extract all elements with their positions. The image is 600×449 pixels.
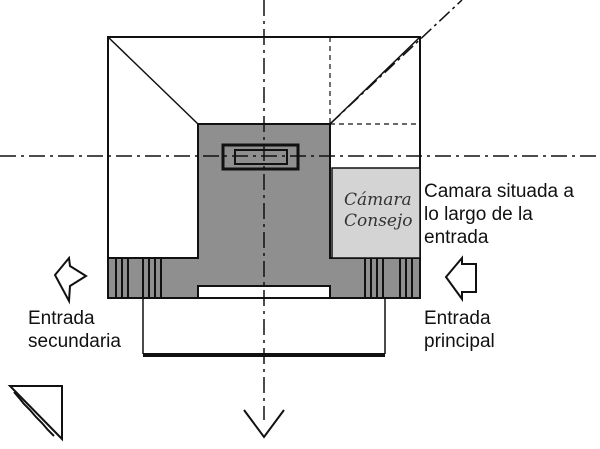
- forecourt-outline: [142, 298, 386, 354]
- secondary-entrance-label: Entrada secundaria: [28, 307, 121, 353]
- council-chamber-label-2: Consejo: [344, 211, 412, 231]
- chamber-annotation-line-3: entrada: [424, 227, 489, 248]
- altar-inner: [234, 149, 288, 165]
- entrance-arrow-icon: [444, 255, 477, 303]
- council-chamber: [331, 167, 421, 259]
- entrance-arrow-icon: [53, 255, 88, 305]
- secondary-entrance-line-2: secundaria: [28, 331, 121, 352]
- secondary-entrance-line-1: Entrada: [28, 308, 95, 329]
- main-entrance-line-1: Entrada: [424, 308, 491, 329]
- sight-line-diagonal: [329, 0, 463, 125]
- council-chamber-label-1: Cámara: [344, 190, 412, 210]
- corner-arrow-icon: [7, 385, 63, 442]
- dashed-zone: [329, 36, 420, 125]
- chamber-annotation-line-2: lo largo de la: [424, 204, 533, 225]
- hip-line-left: [107, 36, 199, 125]
- main-entrance-line-2: principal: [424, 331, 495, 352]
- chamber-annotation-line-1: Camara situada a: [424, 181, 574, 202]
- down-arrow-icon: [243, 409, 285, 439]
- columns-left: [115, 258, 162, 298]
- main-entrance-label: Entrada principal: [424, 307, 495, 353]
- columns-right: [364, 258, 413, 298]
- chamber-annotation: Camara situada a lo largo de la entrada: [424, 180, 574, 249]
